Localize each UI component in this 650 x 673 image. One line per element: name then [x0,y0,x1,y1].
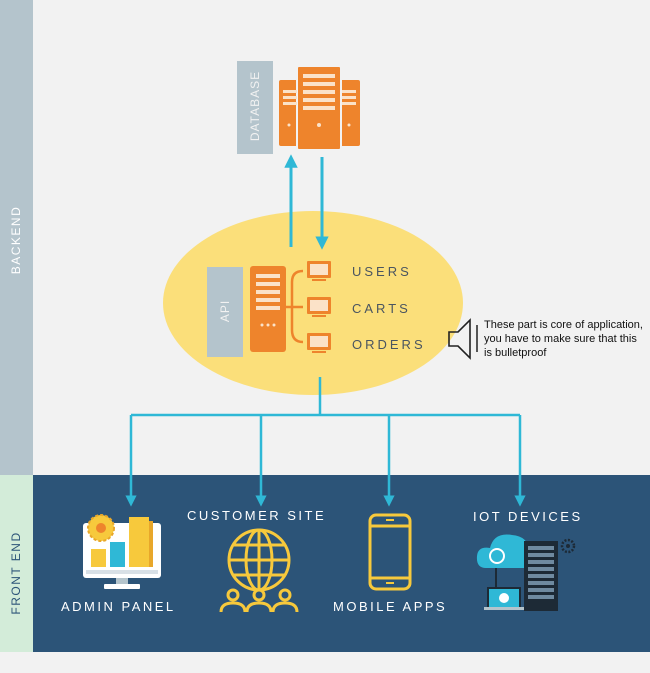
mobile-apps-label: MOBILE APPS [333,599,448,614]
api-server-icon [250,266,286,352]
backend-band [0,0,33,475]
iot-devices-icon [476,534,576,611]
resource-users: USERS [352,264,412,279]
resource-orders: ORDERS [352,337,426,352]
frontend-band [0,475,33,652]
speaker-icon [448,318,471,360]
customer-site-icon [219,528,299,613]
customer-site-label: CUSTOMER SITE [187,508,327,523]
iot-devices-label: IOT DEVICES [473,509,583,524]
resource-carts: CARTS [352,301,411,316]
core-note: These part is core of application, you h… [484,319,643,359]
database-label: DATABASE [248,70,262,142]
api-brace [286,269,304,344]
admin-panel-icon [83,514,161,589]
database-tag: DATABASE [237,61,273,154]
orders-monitor-icon [307,333,331,353]
mobile-phone-icon [368,513,412,591]
api-label: API [218,299,232,323]
database-server-icon [279,65,360,151]
carts-monitor-icon [307,297,331,317]
distribution-lines [125,377,526,507]
users-monitor-icon [307,261,331,281]
api-tag: API [207,267,243,357]
admin-panel-label: ADMIN PANEL [61,599,176,614]
